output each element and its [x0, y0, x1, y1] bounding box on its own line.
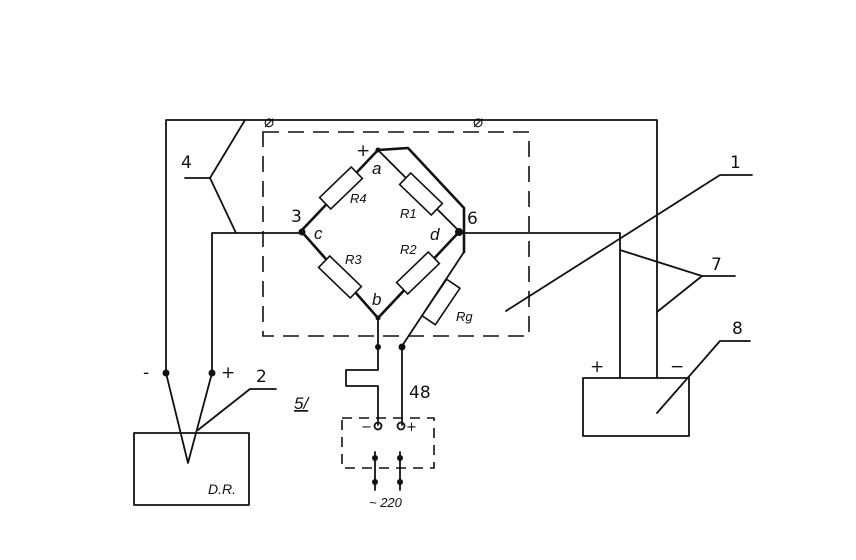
- device-dr-box: [133, 432, 250, 506]
- resistor-r1: [398, 171, 444, 217]
- dr-minus-label: -: [143, 363, 149, 383]
- node-a-label: a: [372, 159, 381, 178]
- resistor-r4: [318, 165, 364, 211]
- switch-mark-right: ⌀: [473, 112, 483, 132]
- label-r3: R3: [345, 252, 362, 267]
- node-6-label: 6: [467, 209, 478, 229]
- device-dr-label: D.R.: [208, 481, 236, 497]
- supply-minus-label: −: [361, 420, 372, 435]
- supply-wire-minus: [345, 346, 379, 426]
- leader-1: [505, 174, 753, 312]
- node-a-dot: [375, 147, 381, 153]
- bridge-enclosure: [262, 131, 530, 337]
- box8-plus-label: +: [590, 357, 604, 377]
- top-wire: [165, 119, 658, 379]
- leader-8: [656, 340, 751, 414]
- mains-label: ~ 220: [369, 495, 403, 510]
- leader-2: [197, 388, 277, 431]
- node-c-label: c: [314, 224, 323, 243]
- callout-4: 4: [181, 153, 192, 173]
- label-r1: R1: [400, 206, 417, 221]
- supply-unit: [341, 417, 435, 469]
- wire-dr-plus-to-c: [211, 232, 303, 374]
- dr-pointer: [165, 372, 213, 464]
- resistor-r3: [317, 254, 363, 300]
- node-d-label: d: [430, 225, 440, 244]
- node-3-label: 3: [291, 207, 302, 227]
- dr-plus-label: +: [221, 363, 235, 383]
- callout-7: 7: [711, 255, 722, 275]
- node-b-dot: [375, 315, 381, 321]
- box8-minus-label: −: [670, 357, 684, 377]
- supply-voltage-label: 48: [409, 383, 431, 403]
- callout-2: 2: [256, 367, 267, 387]
- node-b-label: b: [372, 290, 381, 309]
- label-r2: R2: [400, 242, 417, 257]
- label-r4: R4: [350, 191, 367, 206]
- callout-5: 5/: [294, 394, 310, 413]
- bridge: [298, 146, 466, 347]
- box-8: [582, 377, 690, 437]
- bridge-plus-label: +: [356, 141, 370, 161]
- callout-1: 1: [730, 153, 741, 173]
- callout-8: 8: [732, 319, 743, 339]
- supply-plus-label: +: [406, 420, 417, 435]
- resistor-rg: [420, 278, 462, 326]
- label-rg: Rg: [456, 309, 473, 324]
- wire-d-to-box8-plus: [458, 232, 621, 379]
- resistor-r2: [395, 250, 441, 296]
- node-c-dot: [298, 228, 306, 236]
- leader-4: [209, 119, 246, 234]
- node-d-dot: [455, 228, 463, 236]
- switch-mark-left: ⌀: [264, 112, 274, 132]
